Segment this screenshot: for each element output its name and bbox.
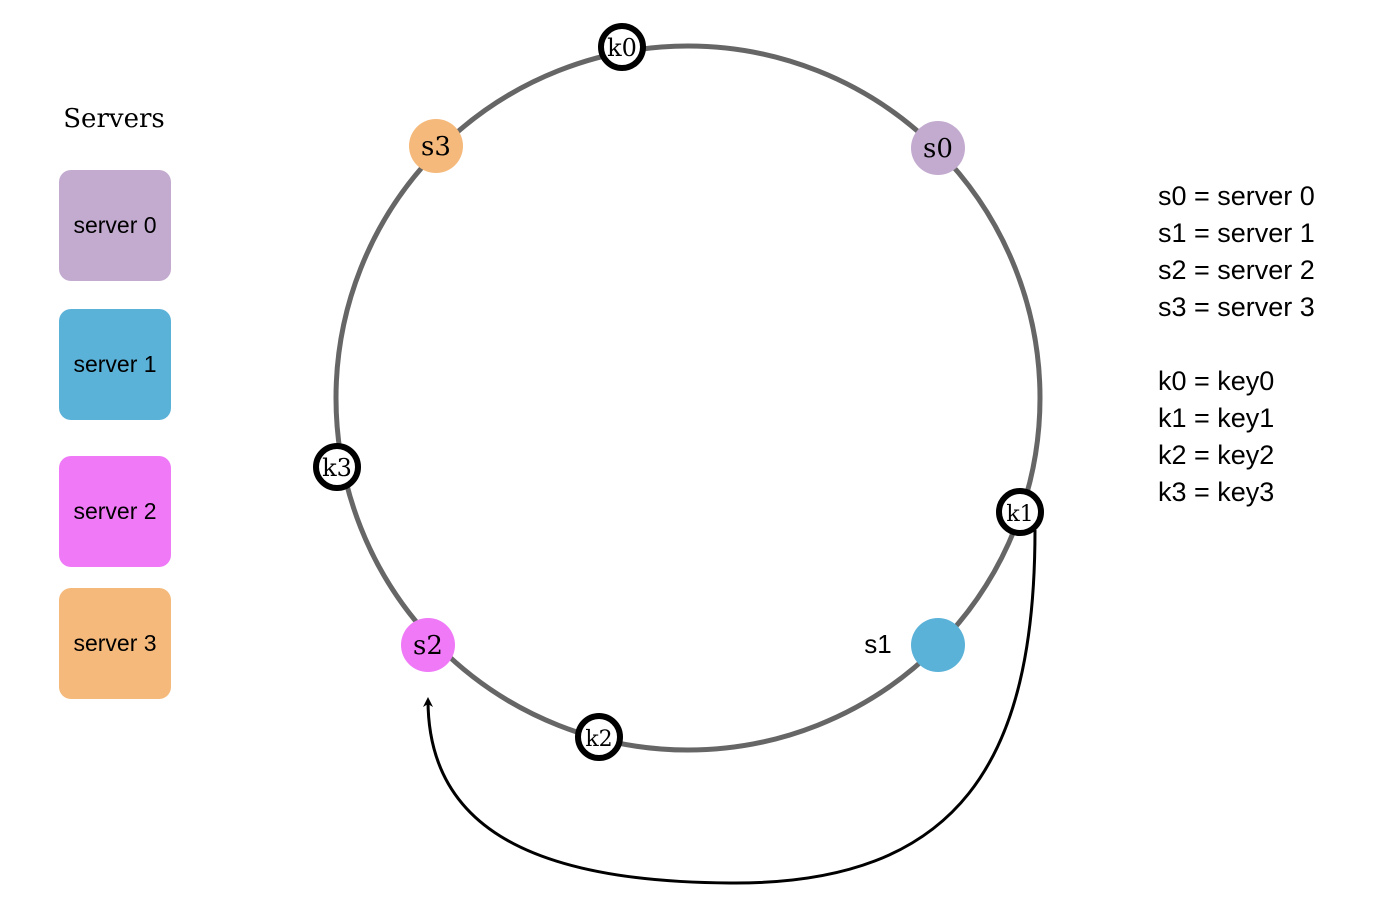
legend-k2: k2 = key2	[1158, 440, 1275, 470]
key-node-k1-label: k1	[1006, 502, 1033, 527]
legend-s3: s3 = server 3	[1158, 292, 1315, 322]
legend-k0: k0 = key0	[1158, 366, 1275, 396]
legend-s1: s1 = server 1	[1158, 218, 1315, 248]
key-node-k3: k3	[313, 443, 361, 491]
key-node-k3-label: k3	[322, 454, 352, 482]
legend-s2: s2 = server 2	[1158, 255, 1315, 285]
legend-k3: k3 = key3	[1158, 477, 1275, 507]
server-legend: s0 = server 0 s1 = server 1 s2 = server …	[1158, 178, 1315, 326]
server-node-s0-label: s0	[923, 134, 953, 164]
server-node-s0-dot	[911, 121, 965, 175]
key-node-k0-label: k0	[607, 34, 637, 62]
servers-title: Servers	[63, 104, 165, 134]
key-legend: k0 = key0 k1 = key1 k2 = key2 k3 = key3	[1158, 363, 1274, 511]
server-2-label: server 2	[73, 498, 157, 524]
key-node-k3-ring	[313, 443, 361, 491]
server-node-s3-dot	[409, 119, 463, 173]
server-node-s3-label: s3	[421, 132, 451, 162]
key-node-k1: k1	[996, 488, 1044, 536]
key-node-k2-ring	[575, 713, 623, 761]
key-node-k0: k0	[598, 23, 646, 71]
server-0-box: server 0	[59, 170, 171, 281]
key-node-k0-ring	[598, 23, 646, 71]
lookup-arrow	[423, 529, 1037, 885]
server-node-s1-dot	[911, 618, 965, 672]
server-3-box: server 3	[59, 588, 171, 699]
server-node-s2: s2	[401, 618, 455, 672]
server-node-s2-label: s2	[413, 631, 443, 661]
server-3-label: server 3	[73, 630, 157, 656]
key-node-k2: k2	[575, 713, 623, 761]
server-node-s2-dot	[401, 618, 455, 672]
key-node-k2-label: k2	[585, 727, 612, 752]
server-node-s0: s0	[911, 121, 965, 175]
key-node-k1-ring	[996, 488, 1044, 536]
legend-k1: k1 = key1	[1158, 403, 1275, 433]
server-node-s1-label: s1	[864, 629, 891, 659]
server-1-box: server 1	[59, 309, 171, 420]
hash-ring	[333, 43, 1043, 753]
server-0-label: server 0	[73, 212, 157, 238]
server-node-s3: s3	[409, 119, 463, 173]
server-2-box: server 2	[59, 456, 171, 567]
server-node-s1: s1	[864, 618, 965, 672]
server-1-label: server 1	[73, 351, 157, 377]
legend-s0: s0 = server 0	[1158, 181, 1315, 211]
